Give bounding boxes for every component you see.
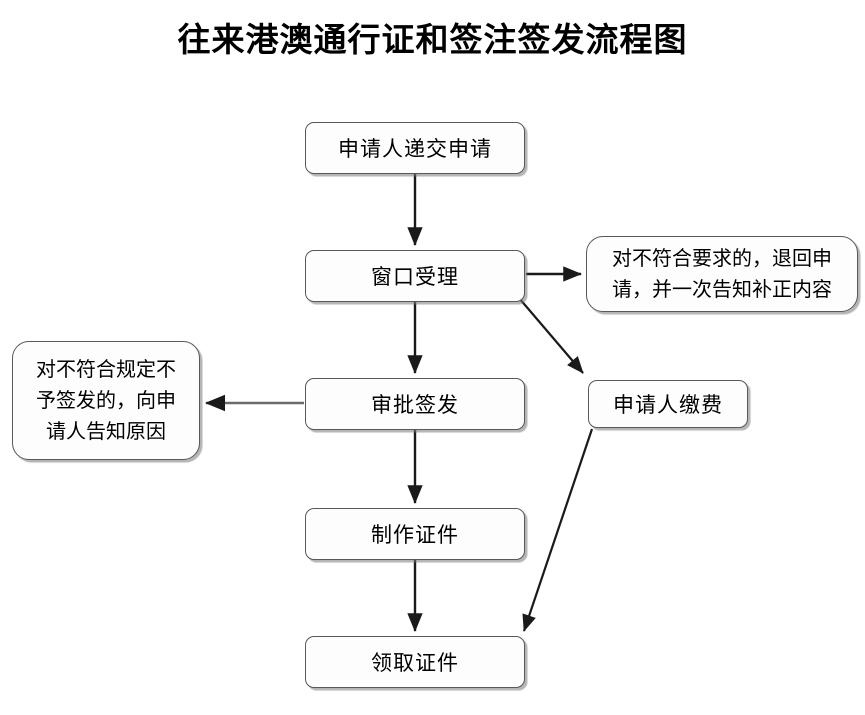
note-label: 对不符合要求的，退回申 请，并一次告知补正内容 (612, 246, 832, 301)
node-applicant-payment[interactable]: 申请人缴费 (588, 380, 748, 428)
node-label: 申请人缴费 (613, 393, 723, 417)
node-window-acceptance[interactable]: 窗口受理 (305, 250, 525, 302)
node-label: 制作证件 (371, 523, 459, 547)
node-label: 审批签发 (371, 393, 459, 417)
note-refusal-reason[interactable]: 对不符合规定不 予签发的，向申 请人告知原因 (12, 341, 200, 460)
edge-n2-n6 (518, 297, 584, 374)
node-produce-document[interactable]: 制作证件 (305, 508, 525, 560)
node-label: 窗口受理 (371, 265, 459, 289)
node-label: 领取证件 (371, 651, 459, 675)
page-title: 往来港澳通行证和签注签发流程图 (177, 20, 688, 59)
node-collect-document[interactable]: 领取证件 (305, 636, 525, 688)
node-approval-issuance[interactable]: 审批签发 (305, 378, 525, 430)
node-label: 申请人递交申请 (338, 137, 492, 161)
edge-n6-n5 (522, 428, 594, 632)
note-label: 对不符合规定不 予签发的，向申 请人告知原因 (36, 357, 176, 443)
note-return-application[interactable]: 对不符合要求的，退回申 请，并一次告知补正内容 (586, 236, 858, 312)
node-submit-application[interactable]: 申请人递交申请 (305, 122, 525, 174)
